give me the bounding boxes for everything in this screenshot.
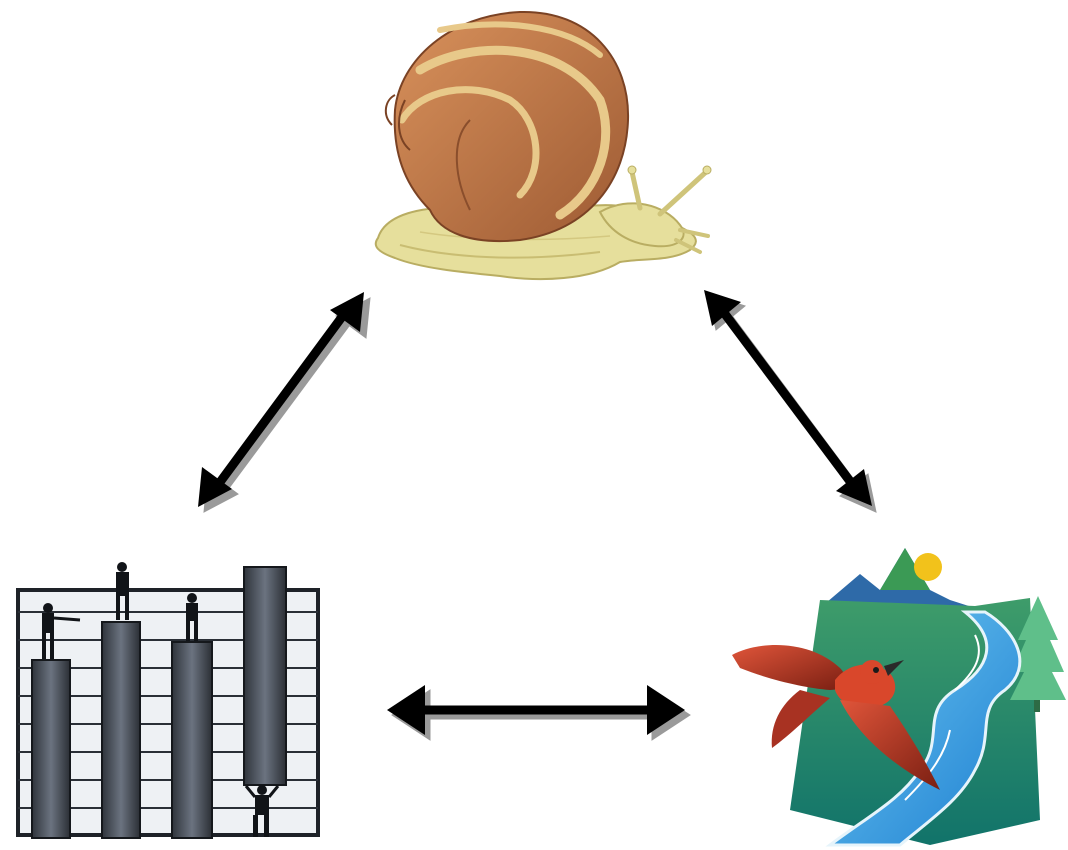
bar-chart-businessmen-icon <box>16 562 320 839</box>
arrow-snail-environment <box>704 290 872 506</box>
arrow-economy-environment <box>387 685 685 735</box>
arrow-snail-economy <box>198 292 364 507</box>
snail-icon <box>374 10 712 281</box>
bird-river-landscape-icon <box>732 548 1066 847</box>
